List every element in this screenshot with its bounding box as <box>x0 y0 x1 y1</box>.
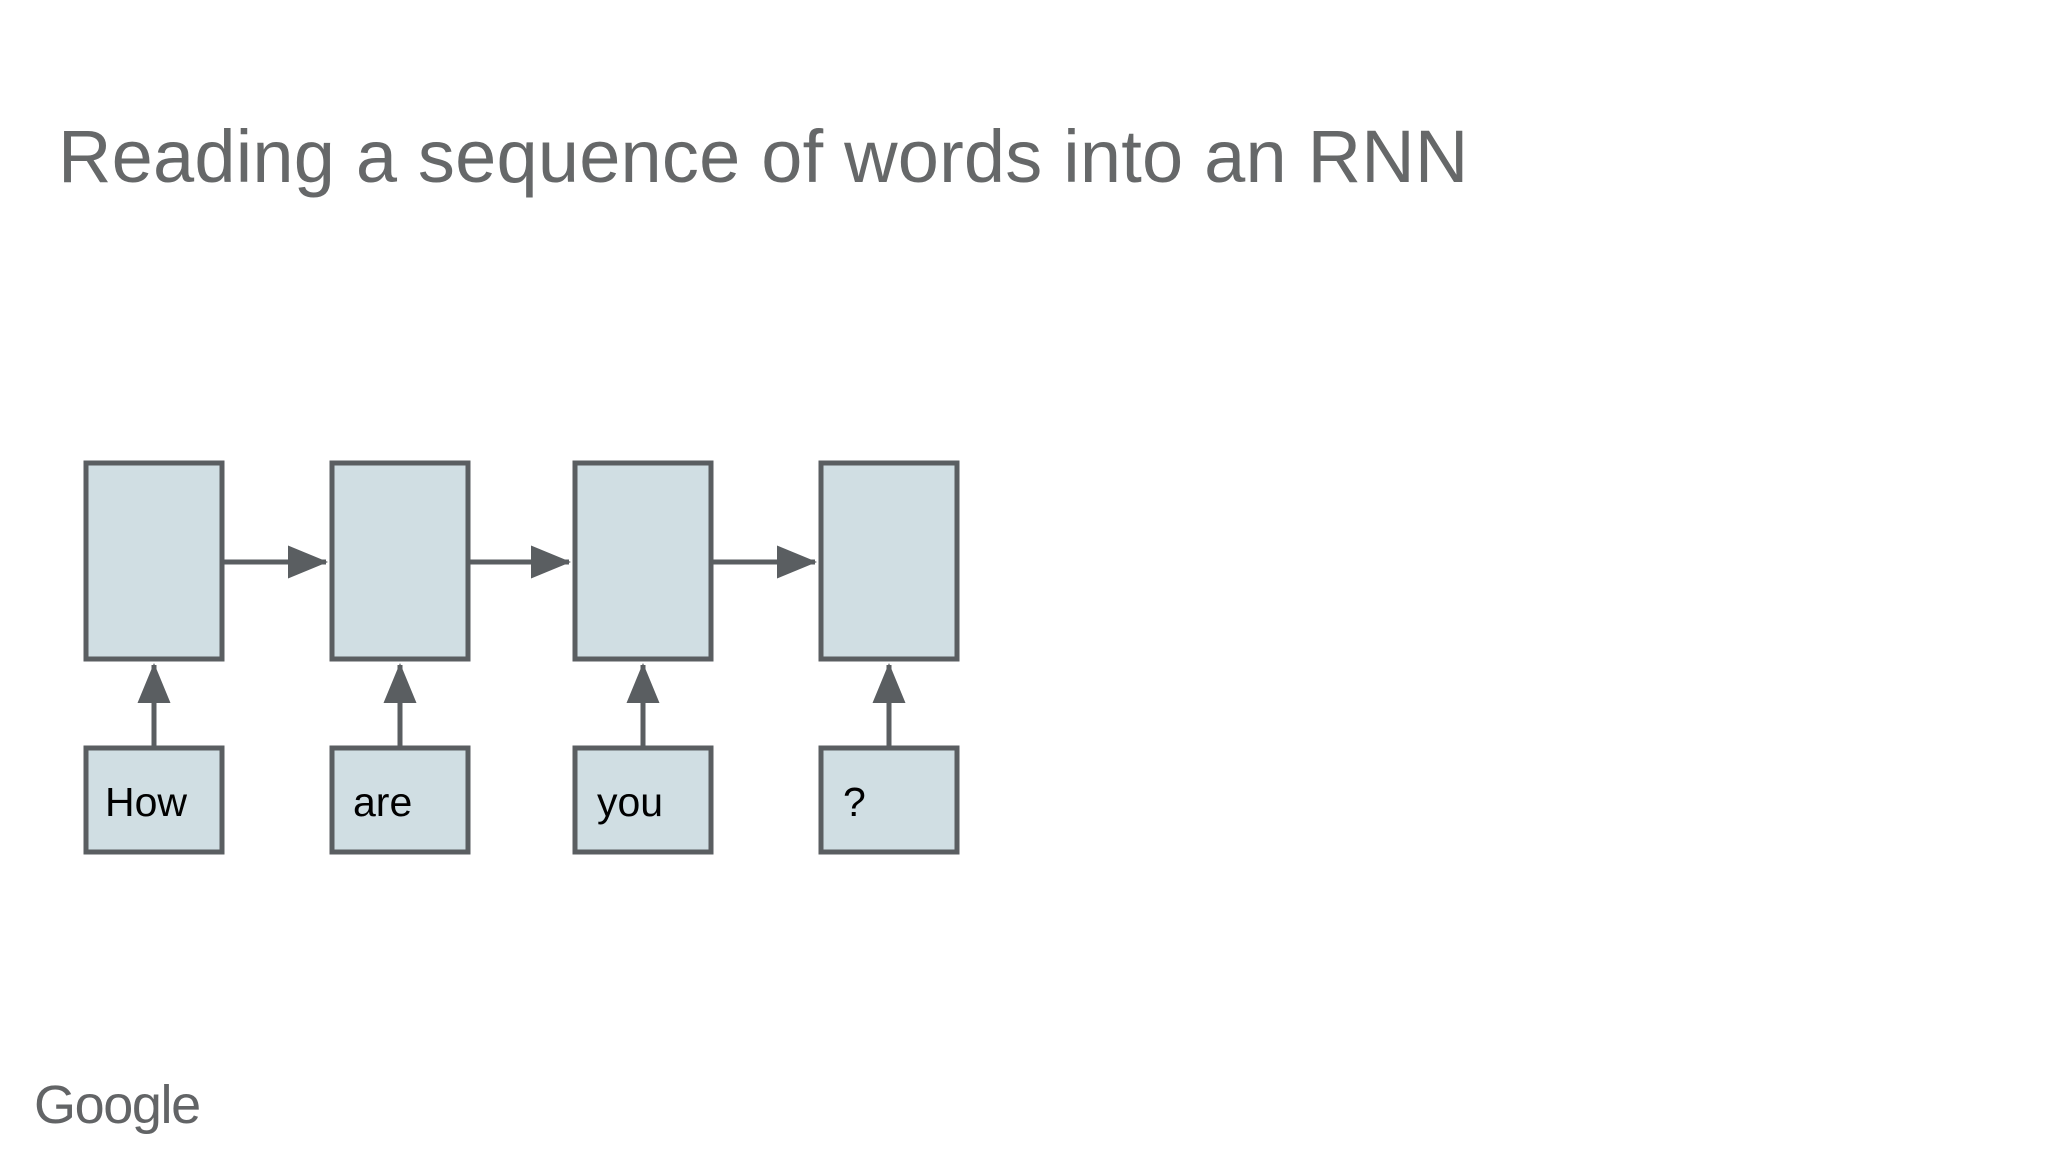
input-word-box-4[interactable] <box>818 745 960 855</box>
input-word-box-1[interactable] <box>83 745 225 855</box>
input-word-box-2[interactable] <box>329 745 471 855</box>
input-word-label-2: are <box>353 779 412 825</box>
page-title: Reading a sequence of words into an RNN <box>58 115 1469 198</box>
input-word-label-3: you <box>597 779 663 825</box>
rnn-state-box-2[interactable] <box>329 460 471 662</box>
state-boxes <box>83 460 960 662</box>
rnn-state-box-3[interactable] <box>572 460 714 662</box>
input-word-label-1: How <box>105 779 187 825</box>
rnn-state-box-4[interactable] <box>818 460 960 662</box>
input-word-box-3[interactable] <box>572 745 714 855</box>
input-arrows <box>137 662 906 748</box>
google-logo: Google <box>34 1075 201 1135</box>
rnn-state-box-1[interactable] <box>83 460 225 662</box>
input-boxes: How are you ? <box>83 745 960 855</box>
input-word-label-4: ? <box>843 779 866 825</box>
